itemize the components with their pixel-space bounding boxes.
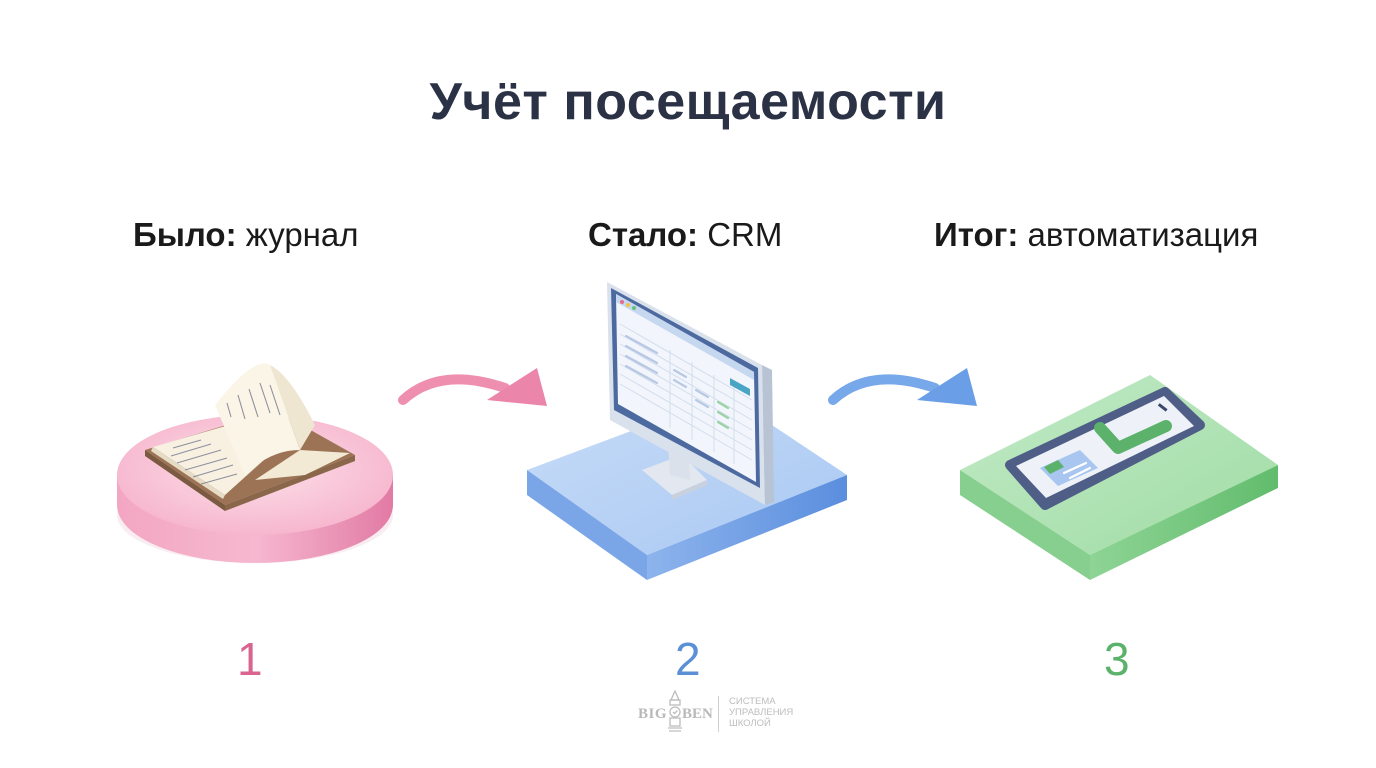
step-3-key: Итог: bbox=[934, 216, 1019, 253]
journal-illustration bbox=[105, 355, 405, 575]
step-2-label: Стало: CRM bbox=[588, 216, 782, 254]
tagline-line-2: УПРАВЛЕНИЯ bbox=[729, 707, 794, 718]
tagline-line-3: ШКОЛОЙ bbox=[729, 718, 771, 729]
step-3-number: 3 bbox=[1104, 633, 1130, 685]
monitor-crm-icon bbox=[527, 282, 847, 580]
bigben-logo: BIG BEN СИСТЕМА УПРАВЛЕНИЯ ШКОЛОЙ bbox=[638, 690, 798, 740]
step-3-label: Итог: автоматизация bbox=[934, 216, 1258, 254]
clock-tower-icon bbox=[668, 690, 682, 732]
arrow-1-to-2 bbox=[395, 358, 555, 416]
logo-text-left: BIG bbox=[638, 706, 668, 722]
logo-tagline: СИСТЕМА УПРАВЛЕНИЯ ШКОЛОЙ bbox=[729, 696, 793, 729]
book-on-disc-icon bbox=[117, 363, 393, 563]
step-1-value: журнал bbox=[236, 216, 359, 253]
step-3-value: автоматизация bbox=[1018, 216, 1259, 253]
crm-illustration bbox=[522, 280, 862, 590]
step-1-label: Было: журнал bbox=[133, 216, 359, 254]
page-title: Учёт посещаемости bbox=[429, 73, 947, 131]
logo-text-right: BEN bbox=[682, 706, 713, 722]
step-2-value: CRM bbox=[698, 216, 783, 253]
automation-illustration bbox=[950, 370, 1285, 585]
curved-arrow-right-icon bbox=[828, 368, 977, 406]
arrow-2-to-3 bbox=[825, 358, 985, 416]
logo-divider bbox=[718, 696, 719, 732]
phone-checkmark-icon bbox=[960, 375, 1278, 580]
step-2-number: 2 bbox=[675, 633, 701, 685]
tagline-line-1: СИСТЕМА bbox=[729, 696, 776, 707]
curved-arrow-right-icon bbox=[398, 368, 547, 406]
step-1-key: Было: bbox=[133, 216, 237, 253]
step-2-key: Стало: bbox=[588, 216, 699, 253]
step-1-number: 1 bbox=[237, 633, 263, 685]
